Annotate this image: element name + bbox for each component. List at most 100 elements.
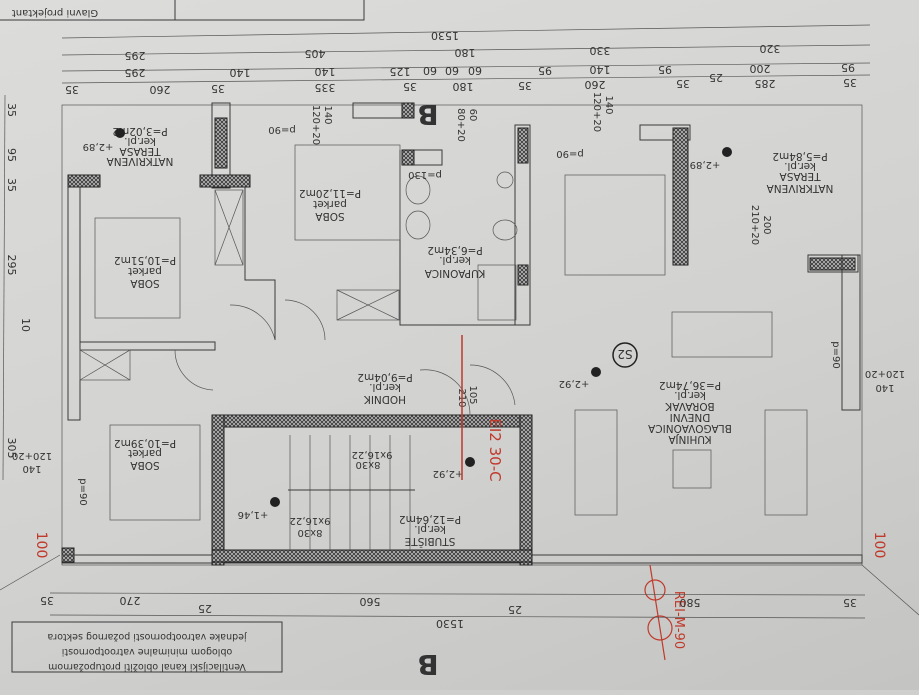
stair-size: 9x16,22 [290,515,331,526]
room-name: SOBA [130,277,160,289]
dim: 285 [755,77,776,90]
room-area: P=6,34m2 [427,244,482,256]
fire-door-rating: EI2 30-C [486,418,504,481]
opening-height: 120+20 [865,368,905,379]
section-markers: B B S2 EI2 30-C REI-M-90 100 100 [0,98,919,681]
room-name: TERASA [779,170,822,182]
stair-labels: 8x30 9x16,22 8x30 9x16,22 [290,449,393,538]
dim: 180 [453,80,474,93]
fire-wall-rating: REI-M-90 [671,591,686,649]
dim: 60 [423,64,437,77]
bottom-dimensions: 35 270 25 560 25 580 35 1530 [40,592,866,630]
kitchen-island [564,174,666,276]
opening-height: 80+20 [455,108,466,142]
opening-width: 140 [603,95,614,114]
opening-height: 210+20 [749,205,760,245]
dim: 35 [40,594,54,607]
shower [477,264,517,321]
dim: 35 [676,77,690,90]
dim: 295 [5,255,18,276]
dim: 60 [468,64,482,77]
stair-size: 9x16,22 [352,449,393,460]
sink [405,210,431,240]
dim: 25 [508,603,522,616]
elevation-symbol [115,128,125,138]
dim: 35 [5,103,18,117]
opening-height: p=90 [268,124,295,135]
room-floor: parket [313,198,347,210]
dim: 35 [65,83,79,96]
marker-100-right: 100 [871,532,887,559]
opening-height: p=90 [77,478,88,505]
room-name: KUPAONICA [424,267,485,279]
dim: 35 [5,178,18,192]
elevation-symbol [465,457,475,467]
dim: 405 [305,47,326,60]
dim: 35 [843,596,857,609]
bed [94,217,181,319]
room-floor: ker.pl. [784,160,816,172]
room-floor: parket [128,447,162,459]
note-line: Ventilacijski kanal obložiti protupožarn… [48,661,246,672]
room-area: P=3,02m2 [112,125,167,137]
dining-table [671,311,773,358]
left-dimensions: 35 95 35 295 10 305 [2,94,32,481]
dim: 140 [230,66,251,79]
stair-size: 8x30 [297,527,322,538]
dim: 295 [125,66,146,79]
room-area: P=10,51m2 [114,254,176,266]
dim: 580 [680,596,701,609]
sofa [574,409,618,516]
dim: 260 [150,83,171,96]
toilet [492,219,518,241]
room-name: DNEVNI [670,411,711,423]
elevation-value: +2,92 [559,378,590,389]
bed [109,424,201,521]
note-line: oblogom minimalne vatrootpornosti [62,646,233,657]
room-name: TERASA [119,145,162,157]
furniture [94,144,808,550]
elevation-value: +2,89 [690,159,721,170]
room-area: P=10,39m2 [114,437,176,449]
room-name: STUBIŠTE [405,535,456,548]
dim: 25 [198,602,212,615]
room-floor: ker.pl. [369,381,401,393]
elevation-markers: +2,89 +2,89 +2,92 +2,92 +1,46 [83,128,732,520]
room-floor: ker.pl. [124,135,156,147]
opening-width: 60 [467,109,478,122]
dim: 95 [5,148,18,162]
title-block-label: Glavni projektant [12,7,98,18]
opening-height: p=130 [408,169,442,180]
stair-treads [288,435,415,550]
dim: 140 [315,65,336,78]
opening-width: 140 [322,105,333,124]
dim: 60 [445,64,459,77]
dim: 305 [5,438,18,459]
stair-size: 8x30 [355,459,380,470]
dim: 295 [125,49,146,62]
elevation-symbol [722,147,732,157]
elevation-symbol [270,497,280,507]
dim: 35 [211,82,225,95]
room-name: NATKRIVENA [766,182,834,194]
opening-height: 120+20 [12,450,52,461]
room-name: NATKRIVENA [106,155,174,167]
sofa [764,409,808,516]
opening-height: p=90 [556,148,583,159]
dim: 35 [403,80,417,93]
dim: 95 [841,61,855,74]
room-area: P=12,64m2 [399,513,461,525]
elevation-value: +2,92 [433,468,464,479]
room-name: BLAGOVAONICA [647,422,732,434]
dim-total-top: 1530 [431,29,459,42]
dim: 10 [19,318,32,332]
opening-width: 105 [467,385,478,404]
section-marker-top: B [417,98,438,131]
room-name: BORAVAK [664,400,714,412]
dim: 260 [585,78,606,91]
bidet [496,171,514,189]
room-name: HODNIK [363,393,406,405]
title-block: Glavni projektant [0,0,365,21]
room-name: SOBA [315,210,345,222]
